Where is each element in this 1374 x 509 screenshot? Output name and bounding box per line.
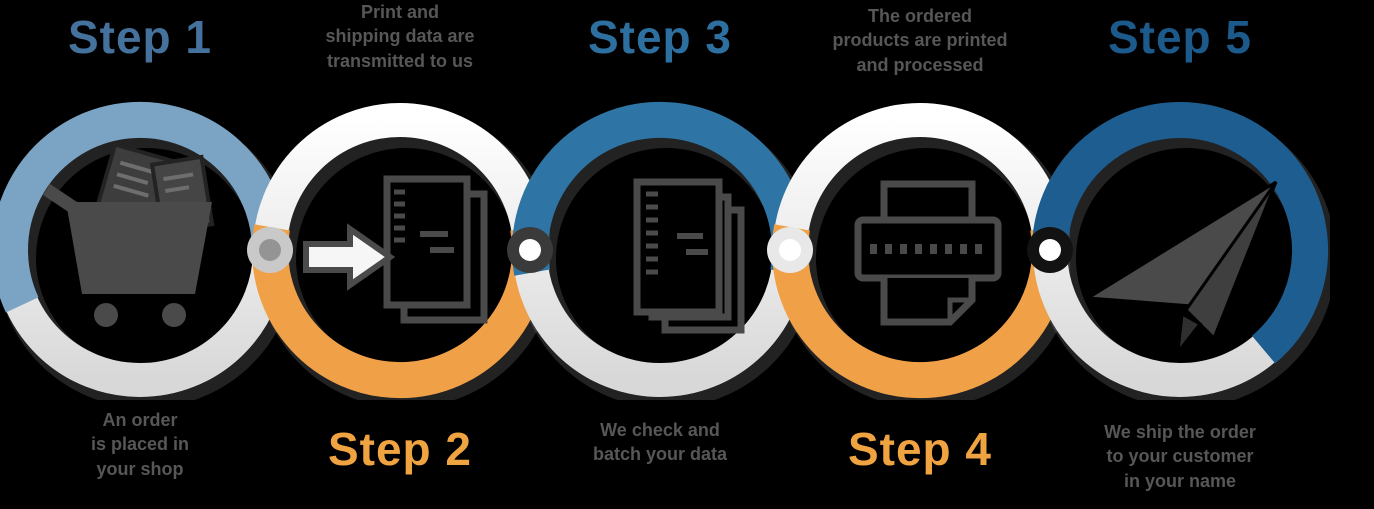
step-5-circle [1032, 102, 1330, 400]
paper-plane-icon [1083, 180, 1278, 358]
step-5-heading: Step 5 [1107, 11, 1253, 63]
connector-dot-3 [767, 227, 813, 273]
printer-icon [854, 180, 1002, 326]
connector-dot-4-inner [1039, 239, 1061, 261]
connector-dot-2-inner [519, 239, 541, 261]
document-stack-icon [633, 178, 745, 334]
step-2-description: Print and shipping data are transmitted … [325, 2, 475, 71]
connector-dot-2 [507, 227, 553, 273]
step-3-description: We check and batch your data [592, 420, 728, 465]
connector-dot-3-inner [779, 239, 801, 261]
step-4-heading: Step 4 [847, 423, 993, 475]
step-arc [0, 101, 288, 313]
step-1-description: An order is placed in your shop [90, 410, 190, 479]
step-4-circle [772, 103, 1070, 400]
step-arc [1032, 102, 1328, 364]
document-arrow-icon [303, 175, 488, 324]
step-1-heading: Step 1 [67, 11, 213, 63]
step-4-description: The ordered products are printed and pro… [832, 6, 1008, 75]
step-1-circle [0, 101, 290, 400]
step-2-circle [252, 103, 550, 400]
step-2-heading: Step 2 [327, 423, 473, 475]
connector-dot-4 [1027, 227, 1073, 273]
step-3-heading: Step 3 [587, 11, 733, 63]
shopping-cart-icon [43, 142, 215, 327]
connector-dot-1 [247, 227, 293, 273]
connector-dot-1-inner [259, 239, 281, 261]
step-5-description: We ship the order to your customer in yo… [1104, 422, 1256, 491]
step-3-circle [512, 101, 810, 400]
